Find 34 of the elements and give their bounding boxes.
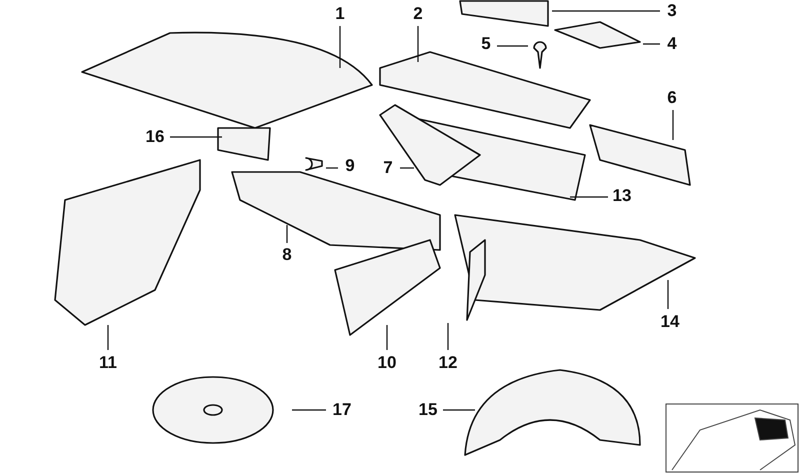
leader-line <box>326 167 338 169</box>
callout-number: 7 <box>383 159 393 177</box>
leader-line <box>497 45 528 47</box>
callout-number: 2 <box>413 5 423 23</box>
callout-number: 16 <box>146 128 164 146</box>
leader-line <box>400 167 414 169</box>
leader-line <box>170 136 222 138</box>
callout-number: 6 <box>667 89 677 107</box>
leader-line <box>672 110 674 140</box>
leader-line <box>570 196 608 198</box>
leader-line <box>292 409 326 411</box>
callout-number: 3 <box>667 2 677 20</box>
leader-line <box>552 10 660 12</box>
leader-line <box>107 325 109 350</box>
callout-number: 8 <box>282 246 292 264</box>
callout-number: 9 <box>345 157 355 175</box>
callout-number: 4 <box>667 35 677 53</box>
leader-line <box>667 280 669 309</box>
leader-line <box>386 325 388 350</box>
callout-number: 10 <box>378 354 396 372</box>
leader-line <box>417 26 419 62</box>
callout-number: 14 <box>660 313 680 331</box>
callout-number: 11 <box>99 354 117 372</box>
leader-line <box>443 409 475 411</box>
leader-line <box>286 225 288 243</box>
leader-line <box>339 26 341 68</box>
callout-number: 12 <box>438 354 458 372</box>
callout-number: 5 <box>481 35 491 53</box>
callout-number: 17 <box>332 401 352 419</box>
callout-number: 1 <box>335 5 345 23</box>
callout-number: 15 <box>418 401 438 419</box>
callout-number: 13 <box>612 187 632 205</box>
leader-line <box>447 323 449 350</box>
leader-line <box>643 43 660 45</box>
